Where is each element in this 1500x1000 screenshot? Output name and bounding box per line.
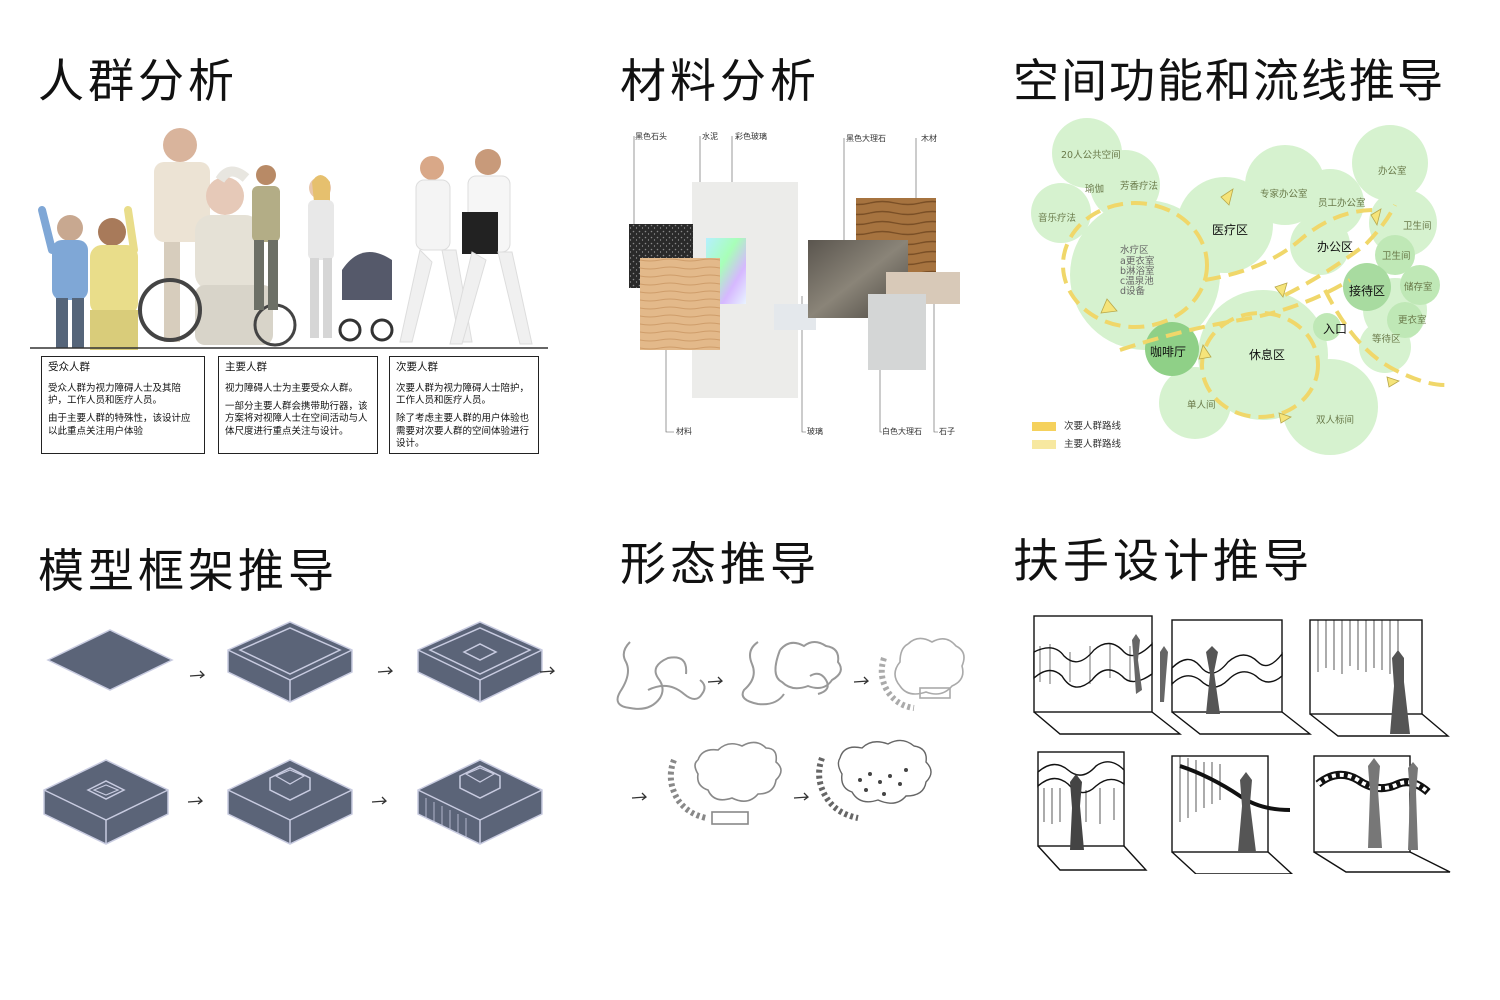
label-storage: 储存室 xyxy=(1404,282,1433,293)
label-music: 音乐疗法 xyxy=(1038,213,1077,224)
form-sketch-1 xyxy=(616,641,706,710)
route-arrows xyxy=(1100,188,1400,424)
crowd-box-secondary: 次要人群 次要人群为视力障碍人士陪护，工作人员和医疗人员。 除了考虑主要人群的用… xyxy=(389,356,539,454)
elderly-seated-figure xyxy=(90,206,138,350)
box-text: 视力障碍人士为主要受众人群。 xyxy=(225,382,359,394)
form-arrows-row1 xyxy=(707,676,869,685)
label-toilet-1: 卫生间 xyxy=(1403,221,1432,232)
flow-routes xyxy=(1061,201,1446,419)
child-figure xyxy=(38,206,88,348)
model-step-6 xyxy=(417,759,543,845)
label-hydro-b: b淋浴室 xyxy=(1120,266,1155,277)
handrail-sketch-4 xyxy=(1037,751,1148,871)
space-bubble-diagram xyxy=(1031,118,1446,455)
legend-swatch-primary xyxy=(1032,440,1056,449)
label-hydro-c: c温泉池 xyxy=(1120,276,1154,287)
title-crowd-analysis: 人群分析 xyxy=(38,54,238,108)
label-waiting: 等待区 xyxy=(1372,334,1401,345)
nurse-figure-2 xyxy=(449,149,533,345)
label-office-area: 办公区 xyxy=(1317,240,1354,254)
box-text: 受众人群为视力障碍人士及其陪护，工作人员和医疗人员。 xyxy=(48,382,182,406)
form-sketch-2 xyxy=(741,641,842,706)
cafe-bubble xyxy=(1145,322,1199,376)
form-sketch-3 xyxy=(878,637,965,711)
label-double-room: 双人标间 xyxy=(1316,415,1355,426)
label-cafe: 咖啡厅 xyxy=(1150,345,1187,359)
title-form-derivation: 形态推导 xyxy=(620,537,820,591)
form-sketch-5 xyxy=(816,739,932,821)
form-sketch-4 xyxy=(667,741,782,825)
box-title: 主要人群 xyxy=(225,361,267,373)
box-text: 由于主要人群的特殊性，该设计应以此重点关注用户体验 xyxy=(48,413,191,437)
box-text: 次要人群为视力障碍人士陪护，工作人员和医疗人员。 xyxy=(396,382,530,406)
label-cloakroom: 更衣室 xyxy=(1398,315,1427,326)
handrail-sketch-2 xyxy=(1171,619,1313,735)
label-entrance: 入口 xyxy=(1323,322,1348,336)
form-derivation-sketches xyxy=(616,637,965,825)
white-marble-swatch xyxy=(868,294,926,370)
box-title: 受众人群 xyxy=(48,361,90,373)
label-staff-office: 员工办公室 xyxy=(1318,198,1366,209)
model-arrows xyxy=(187,666,555,805)
material-wood-swatch xyxy=(640,258,720,350)
crowd-box-primary: 主要人群 视力障碍人士为主要受众人群。 一部分主要人群会携带助行器，该方案将对视… xyxy=(218,356,378,454)
model-step-2 xyxy=(227,621,353,703)
wheelchair-woman-figure xyxy=(138,166,297,347)
model-step-4 xyxy=(43,759,169,845)
legend-swatch-secondary xyxy=(1032,422,1056,431)
label-public-space: 20人公共空间 xyxy=(1061,150,1121,161)
model-step-5 xyxy=(227,759,353,845)
label-reception: 接待区 xyxy=(1349,284,1386,298)
handrail-design-sketches xyxy=(1033,615,1451,874)
man-green-figure xyxy=(252,165,280,310)
label-rest: 休息区 xyxy=(1249,348,1286,362)
material-collage xyxy=(629,136,960,433)
label-single-room: 单人间 xyxy=(1187,400,1216,411)
reception-bubble xyxy=(1343,263,1391,311)
label-black-stone: 黑色石头 xyxy=(635,132,667,141)
handrail-sketch-1 xyxy=(1033,615,1183,735)
handrail-sketch-3 xyxy=(1309,619,1450,737)
label-hydro-a: a更衣室 xyxy=(1120,256,1155,267)
box-text: 一部分主要人群会携带助行器，该方案将对视障人士在空间活动与人体尺度进行重点关注与… xyxy=(225,400,368,437)
old-man-figure xyxy=(154,128,210,342)
legend-secondary: 次要人群路线 xyxy=(1032,418,1121,432)
label-hydro: 水疗区 xyxy=(1120,245,1149,256)
handrail-sketch-5 xyxy=(1171,755,1294,874)
legend-label-secondary: 次要人群路线 xyxy=(1064,421,1122,432)
label-expert-office: 专家办公室 xyxy=(1260,189,1308,200)
mid-bubbles xyxy=(1313,235,1440,341)
title-material-analysis: 材料分析 xyxy=(620,54,820,108)
model-framework-diagram xyxy=(43,621,555,845)
label-yoga: 瑜伽 xyxy=(1085,184,1105,195)
label-cement: 水泥 xyxy=(702,132,718,141)
box-title: 次要人群 xyxy=(396,361,438,373)
label-hydro-d: d设备 xyxy=(1120,286,1146,297)
crowd-people-illustration xyxy=(30,128,548,350)
box-text: 除了考虑主要人群的用户体验也需要对次要人群的空间体验进行设计。 xyxy=(396,413,530,450)
title-handrail-design: 扶手设计推导 xyxy=(1013,534,1313,588)
model-step-1 xyxy=(46,629,174,691)
label-wood: 木材 xyxy=(921,134,937,143)
woman-stroller-figure xyxy=(308,175,394,342)
crowd-box-audience: 受众人群 受众人群为视力障碍人士及其陪护，工作人员和医疗人员。 由于主要人群的特… xyxy=(41,356,205,454)
label-material: 材料 xyxy=(676,427,692,436)
label-aroma: 芳香疗法 xyxy=(1120,181,1159,192)
form-arrows-row2 xyxy=(631,792,809,801)
label-medical: 医疗区 xyxy=(1212,223,1249,237)
title-model-framework: 模型框架推导 xyxy=(38,544,338,598)
handrail-sketch-6 xyxy=(1313,755,1451,873)
label-office-top: 办公室 xyxy=(1378,166,1407,177)
label-black-marble: 黑色大理石 xyxy=(846,134,886,143)
label-glass: 玻璃 xyxy=(807,427,823,436)
label-pebble: 石子 xyxy=(939,427,955,436)
label-color-glass: 彩色玻璃 xyxy=(735,132,767,141)
legend-label-primary: 主要人群路线 xyxy=(1064,439,1122,450)
label-toilet-2: 卫生间 xyxy=(1382,251,1411,262)
model-step-3 xyxy=(417,621,543,703)
legend-primary: 主要人群路线 xyxy=(1032,436,1121,450)
label-white-marble: 白色大理石 xyxy=(882,427,922,436)
title-space-function: 空间功能和流线推导 xyxy=(1013,54,1445,108)
